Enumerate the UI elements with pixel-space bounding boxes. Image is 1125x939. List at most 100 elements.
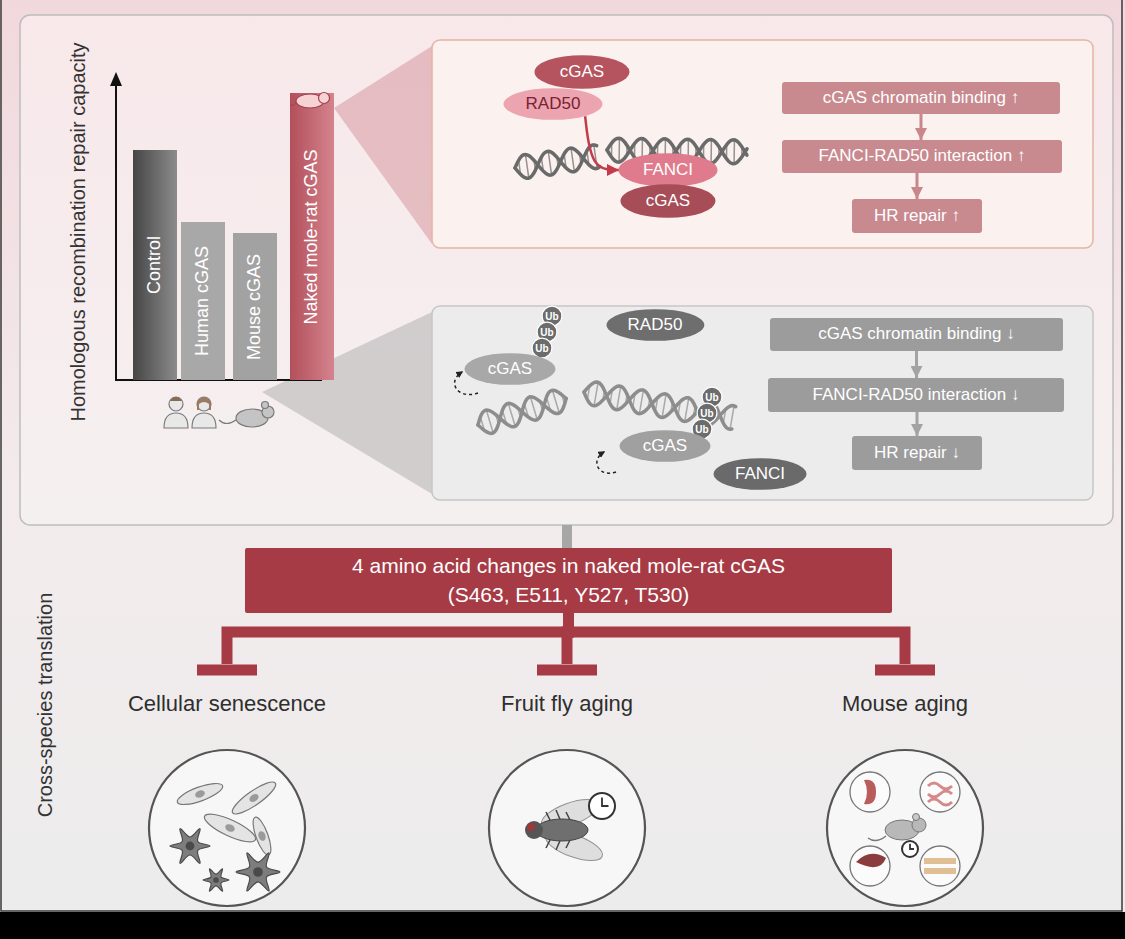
art-path bbox=[928, 783, 952, 805]
protein-ellipse: cGAS bbox=[619, 430, 711, 462]
art-circle bbox=[253, 867, 263, 877]
art-ellipse bbox=[620, 184, 715, 218]
art-ellipse bbox=[713, 458, 806, 490]
node-text: RAD50 bbox=[628, 316, 683, 335]
art-circle bbox=[262, 402, 269, 409]
node-text: cGAS chromatin binding ↓ bbox=[818, 325, 1015, 344]
node-text: Ub bbox=[700, 408, 713, 419]
protein-ellipse: FANCI bbox=[713, 458, 807, 490]
mouse-icon bbox=[219, 402, 274, 428]
art-ellipse bbox=[532, 338, 552, 358]
art-ellipse bbox=[619, 430, 710, 462]
node-text: HR repair ↓ bbox=[874, 444, 960, 463]
protein-ellipse: cGAS bbox=[464, 353, 556, 385]
art-circle bbox=[920, 772, 960, 812]
arrow-connector bbox=[920, 114, 923, 140]
art-path bbox=[290, 103, 296, 106]
art-g bbox=[525, 793, 615, 867]
art-path bbox=[219, 420, 236, 424]
node-text: cGAS bbox=[646, 192, 690, 211]
dna-strand bbox=[478, 397, 566, 427]
node-text: cGAS bbox=[488, 360, 532, 379]
inhibition-connector bbox=[197, 613, 569, 670]
banner-box: 4 amino acid changes in naked mole-rat c… bbox=[245, 548, 892, 613]
node-text: Ub bbox=[545, 311, 558, 322]
art-circle bbox=[149, 750, 305, 906]
art-circle bbox=[527, 823, 535, 831]
art-ellipse bbox=[229, 777, 280, 818]
arrow-connector bbox=[916, 412, 919, 436]
art-ellipse bbox=[257, 830, 267, 842]
art-path bbox=[192, 413, 216, 428]
art-path bbox=[203, 869, 229, 892]
zoom-wedge bbox=[262, 312, 432, 494]
node-text: (S463, E511, Y527, T530) bbox=[448, 581, 690, 609]
art-path bbox=[868, 836, 886, 841]
mole-rat-icon bbox=[290, 85, 334, 111]
node-text: 4 amino acid changes in naked mole-rat c… bbox=[352, 552, 785, 580]
protein-ellipse: cGAS bbox=[620, 184, 716, 218]
axis-arrowhead bbox=[110, 72, 122, 86]
dna-rung bbox=[730, 406, 734, 430]
art-g bbox=[175, 779, 225, 809]
zoom-wedge bbox=[334, 46, 432, 244]
dna-rung bbox=[639, 390, 643, 414]
dna-art bbox=[478, 138, 747, 433]
protein-ellipse: RAD50 bbox=[503, 88, 603, 120]
outcome-title: Mouse aging bbox=[842, 692, 968, 716]
node-text: FANCI bbox=[735, 465, 785, 484]
dna-rung bbox=[594, 382, 598, 406]
dna-rung bbox=[685, 398, 689, 422]
dna-rung bbox=[571, 148, 574, 172]
art-circle bbox=[213, 877, 219, 883]
node-text: Ub bbox=[695, 424, 708, 435]
human-icon bbox=[164, 397, 216, 428]
process-box: HR repair ↓ bbox=[852, 436, 982, 470]
art-ellipse bbox=[250, 815, 275, 857]
outcome-circle: Fruit fly aging bbox=[452, 676, 682, 910]
process-box: HR repair ↑ bbox=[852, 199, 982, 233]
process-box: FANCI-RAD50 interaction ↑ bbox=[782, 140, 1062, 173]
node-text: cGAS bbox=[560, 63, 604, 82]
art-path bbox=[170, 397, 182, 401]
dna-strand bbox=[584, 382, 736, 425]
protein-ellipse: FANCI bbox=[618, 153, 718, 187]
art-ellipse bbox=[619, 153, 718, 187]
mechanism-panel bbox=[432, 40, 1093, 248]
node-text: cGAS chromatin binding ↑ bbox=[823, 89, 1020, 108]
art-ellipse bbox=[248, 792, 260, 803]
outcome-circle: Mouse aging bbox=[790, 676, 1020, 910]
axis-label: Cross-species translation bbox=[34, 593, 57, 818]
top-panel bbox=[20, 15, 1113, 525]
art-ellipse bbox=[464, 353, 555, 385]
art-path bbox=[236, 853, 280, 891]
panel-link bbox=[562, 525, 572, 548]
bar: Naked mole-rat cGAS bbox=[290, 93, 334, 380]
node-text: HR repair ↑ bbox=[874, 207, 960, 226]
dna-rung bbox=[617, 386, 621, 410]
node-text: cGAS bbox=[643, 437, 687, 456]
dna-rung bbox=[710, 140, 712, 164]
dna-rung bbox=[733, 140, 735, 164]
art-path bbox=[856, 854, 886, 867]
art-circle bbox=[186, 842, 195, 851]
node-text: Ub bbox=[535, 343, 548, 354]
art-path bbox=[164, 413, 188, 428]
mechanism-panel bbox=[432, 306, 1093, 500]
dna-rung bbox=[618, 138, 620, 162]
art-circle bbox=[589, 793, 615, 819]
art-path bbox=[924, 858, 956, 874]
node-text: FANCI-RAD50 interaction ↑ bbox=[819, 147, 1026, 166]
arrow-connector bbox=[585, 116, 619, 170]
outcome-title: Fruit fly aging bbox=[501, 692, 633, 716]
arrow-connector bbox=[916, 173, 919, 199]
art-circle bbox=[850, 846, 890, 886]
node-text: FANCI-RAD50 interaction ↓ bbox=[813, 386, 1020, 405]
art-ellipse bbox=[536, 819, 588, 841]
art-circle bbox=[169, 397, 183, 411]
bar-label: Mouse cGAS bbox=[245, 253, 265, 359]
art-g bbox=[170, 777, 280, 891]
art-ellipse bbox=[194, 789, 206, 799]
process-box: FANCI-RAD50 interaction ↓ bbox=[768, 378, 1064, 412]
